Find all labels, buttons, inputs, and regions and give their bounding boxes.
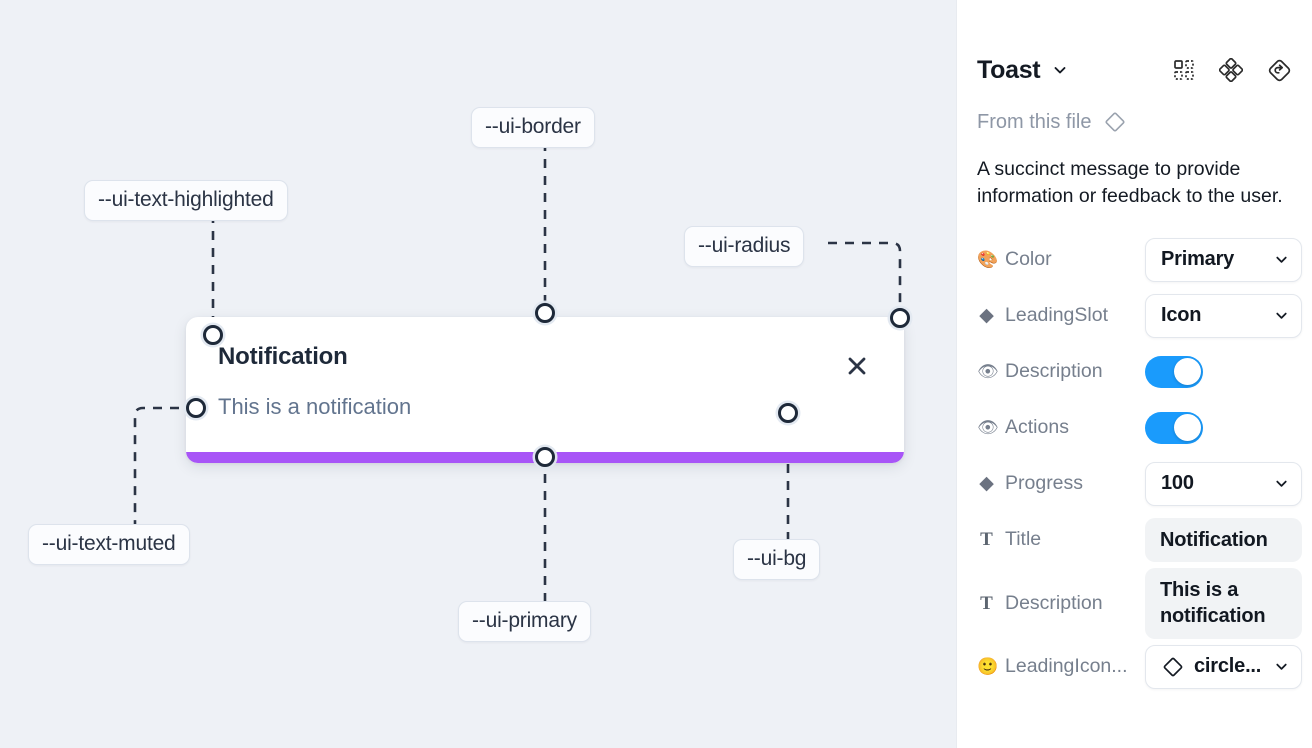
component-set-icon[interactable]: [1219, 58, 1243, 82]
close-x-icon[interactable]: [840, 349, 874, 383]
toast-title: Notification: [218, 343, 348, 370]
property-row-leadingicon: 🙂 LeadingIcon... circle...: [977, 639, 1302, 695]
property-row-leadingslot: ◆ LeadingSlot Icon: [977, 288, 1302, 344]
annotation-pill-ui-bg[interactable]: --ui-bg: [733, 539, 821, 580]
property-row-description-toggle: 👁 Description: [977, 344, 1292, 400]
wire-ui-radius: [828, 241, 902, 318]
description-field[interactable]: This is a notification: [1145, 567, 1302, 639]
property-label-description-toggle: 👁 Description: [977, 360, 1103, 383]
toggle-knob: [1173, 414, 1201, 442]
color-select[interactable]: Primary: [1145, 237, 1302, 282]
annotation-pill-ui-border[interactable]: --ui-border: [471, 107, 595, 148]
panel-header: Toast: [977, 44, 1292, 96]
property-label-leadingicon: 🙂 LeadingIcon...: [977, 655, 1128, 678]
annotation-pill-ui-text-muted[interactable]: --ui-text-muted: [28, 524, 190, 565]
reset-instance-icon[interactable]: [1267, 58, 1292, 83]
toast-description: This is a notification: [218, 394, 412, 419]
property-label-title: T Title: [977, 528, 1145, 551]
chevron-down-icon: [1274, 252, 1289, 267]
eye-emoji-icon: 👁: [977, 418, 999, 438]
handle-ui-text-muted[interactable]: [186, 398, 206, 418]
property-label-leadingslot: ◆ LeadingSlot: [977, 304, 1145, 327]
component-description: A succinct message to provide informatio…: [977, 158, 1283, 207]
toast-preview-card[interactable]: Notification This is a notification: [186, 317, 904, 463]
description-toggle[interactable]: [1145, 355, 1203, 388]
title-field[interactable]: Notification: [1145, 517, 1302, 562]
handle-ui-bg[interactable]: [778, 403, 798, 423]
smiley-emoji-icon: 🙂: [977, 657, 999, 677]
diamond-component-icon: [1161, 655, 1185, 679]
diamond-component-icon: [1103, 110, 1127, 134]
text-t-icon: T: [980, 592, 993, 614]
header-icon-group: [1173, 58, 1292, 83]
handle-ui-primary[interactable]: [535, 447, 555, 467]
chevron-down-icon: [1274, 308, 1289, 323]
handle-ui-text-highlighted[interactable]: [203, 325, 223, 345]
eye-emoji-icon: 👁: [977, 362, 999, 382]
handle-ui-border[interactable]: [535, 303, 555, 323]
property-row-color: 🎨 Color Primary: [977, 232, 1302, 288]
property-row-description-text: T Description This is a notification: [977, 567, 1302, 639]
property-row-actions-toggle: 👁 Actions: [977, 400, 1292, 456]
leadingicon-select[interactable]: circle...: [1145, 644, 1302, 689]
chevron-down-icon: [1274, 476, 1289, 491]
page-title: Toast: [977, 55, 1041, 84]
property-list: 🎨 Color Primary ◆ LeadingSlot: [977, 232, 1302, 695]
property-row-title: T Title Notification: [977, 512, 1302, 568]
text-t-icon: T: [980, 529, 993, 551]
from-this-file-label: From this file: [977, 110, 1092, 133]
design-canvas[interactable]: Notification This is a notification --ui…: [0, 0, 956, 748]
annotation-pill-ui-text-highlighted[interactable]: --ui-text-highlighted: [84, 180, 288, 221]
toggle-knob: [1173, 358, 1201, 386]
annotation-pill-ui-radius[interactable]: --ui-radius: [684, 226, 805, 267]
diamond-icon: ◆: [979, 473, 994, 495]
diamond-icon: ◆: [979, 305, 994, 327]
progress-select[interactable]: 100: [1145, 461, 1302, 506]
properties-panel: Toast: [956, 0, 1312, 748]
from-this-file-row[interactable]: From this file: [977, 110, 1292, 134]
property-label-progress: ◆ Progress: [977, 472, 1145, 495]
leadingslot-select[interactable]: Icon: [1145, 293, 1302, 338]
handle-ui-radius[interactable]: [890, 308, 910, 328]
property-row-progress: ◆ Progress 100: [977, 456, 1302, 512]
chevron-down-icon: [1274, 659, 1289, 674]
annotation-pill-ui-primary[interactable]: --ui-primary: [458, 601, 591, 642]
property-label-description-text: T Description: [977, 592, 1145, 615]
actions-toggle[interactable]: [1145, 411, 1203, 444]
palette-emoji-icon: 🎨: [977, 250, 999, 270]
property-label-actions-toggle: 👁 Actions: [977, 416, 1069, 439]
chevron-down-icon[interactable]: [1052, 62, 1068, 78]
component-variants-icon[interactable]: [1173, 59, 1195, 81]
property-label-color: 🎨 Color: [977, 248, 1052, 271]
